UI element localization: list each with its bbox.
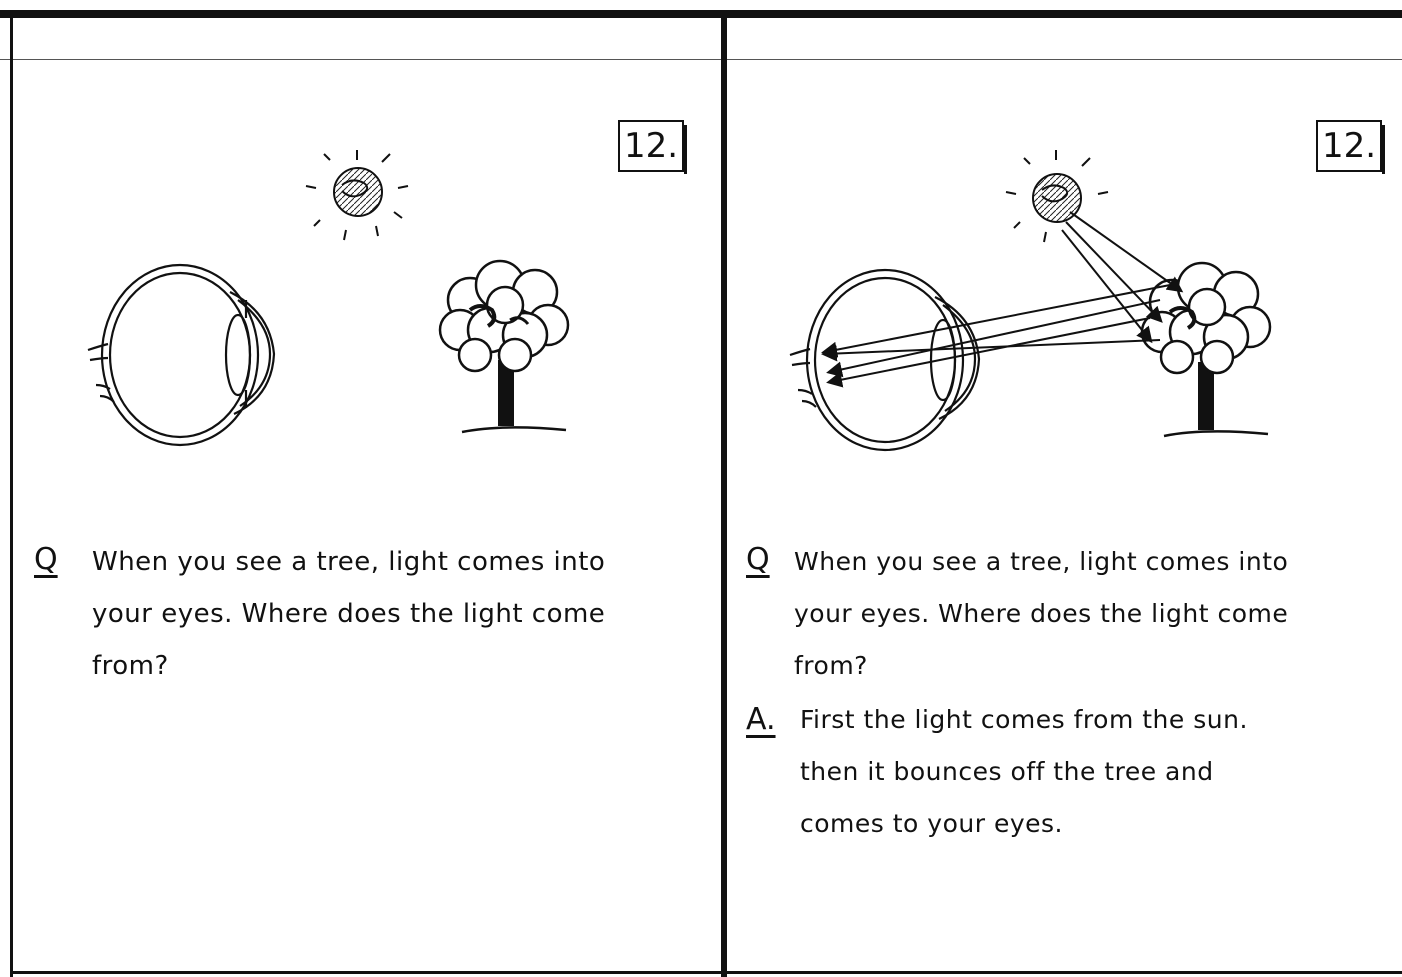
right-question-text: When you see a tree, light comes into yo… (794, 536, 1288, 692)
right-answer-line: then it bounces off the tree and (800, 746, 1248, 798)
left-eye-icon (88, 265, 274, 445)
right-answer-line: First the light comes from the sun. (800, 694, 1248, 746)
left-card-number: 12. (618, 120, 684, 172)
left-question-text: When you see a tree, light comes into yo… (92, 536, 605, 692)
left-question-line: your eyes. Where does the light come (92, 588, 605, 640)
left-question-line: from? (92, 640, 605, 692)
left-question-line: When you see a tree, light comes into (92, 536, 605, 588)
right-question-line: from? (794, 640, 1288, 692)
right-tree-icon (1142, 263, 1270, 436)
right-card-number: 12. (1316, 120, 1382, 172)
right-question-line: When you see a tree, light comes into (794, 536, 1288, 588)
left-question-marker: Q (34, 534, 58, 586)
left-sun-icon (306, 150, 408, 240)
left-tree-icon (440, 261, 568, 432)
light-ray-arrows (825, 212, 1180, 382)
right-answer-text: First the light comes from the sun. then… (800, 694, 1248, 850)
right-question-line: your eyes. Where does the light come (794, 588, 1288, 640)
right-answer-marker: A. (746, 694, 776, 746)
right-answer-line: comes to your eyes. (800, 798, 1248, 850)
right-question-marker: Q (746, 534, 770, 586)
